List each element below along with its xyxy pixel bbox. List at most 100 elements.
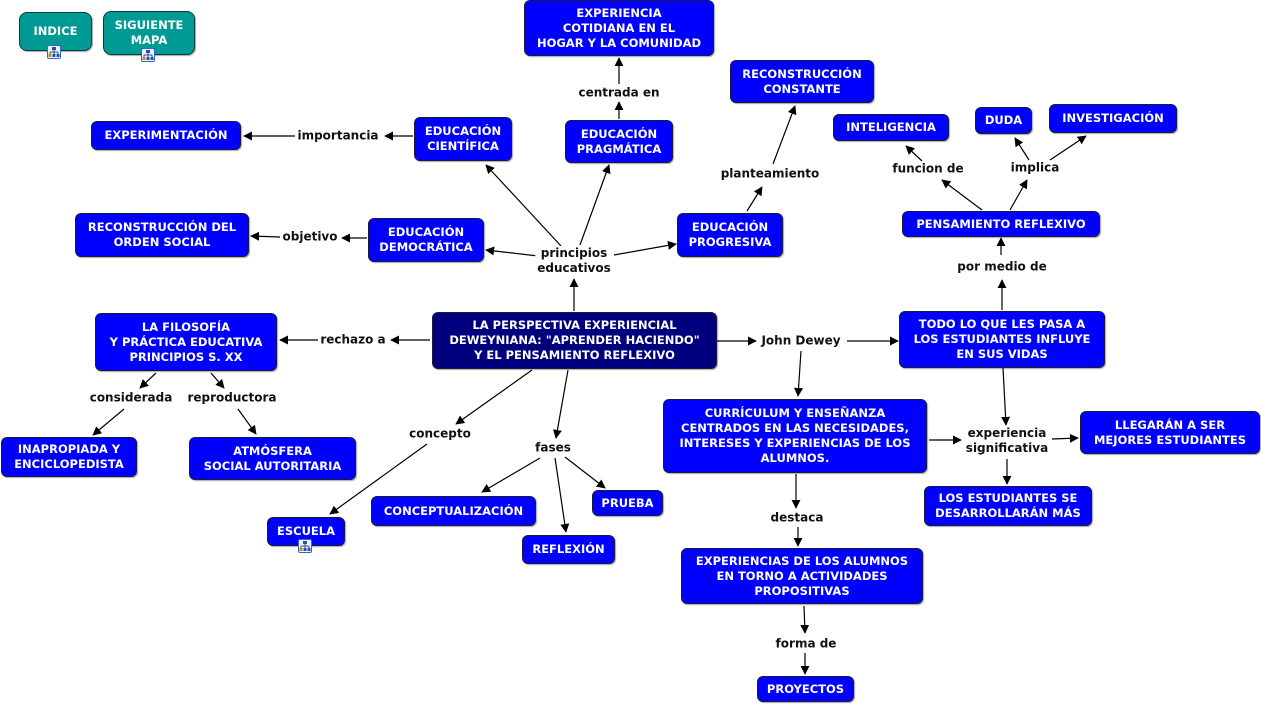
link-destaca[interactable]: destaca [768, 510, 826, 526]
edge-principios-progresiva [613, 240, 677, 256]
concept-label: EDUCACIÓN DEMOCRÁTICA [379, 225, 473, 254]
edge-objetivo-orden [250, 231, 281, 241]
concept-label: PRUEBA [601, 495, 654, 510]
concept-experiencia-cotidiana[interactable]: EXPERIENCIA COTIDIANA EN EL HOGAR Y LA C… [524, 0, 714, 56]
concept-label: PROYECTOS [766, 681, 845, 696]
edge-concepto-escuela [329, 443, 428, 515]
concept-reconstruccion-constante[interactable]: RECONSTRUCCIÓN CONSTANTE [730, 60, 874, 103]
concept-inteligencia[interactable]: INTELIGENCIA [833, 114, 949, 141]
edge-pensamiento-funcion [941, 179, 983, 211]
concept-main-topic[interactable]: LA PERSPECTIVA EXPERIENCIAL DEWEYNIANA: … [432, 312, 717, 369]
concept-label: EDUCACIÓN PROGRESIVA [688, 220, 772, 249]
concept-reconstruccion-orden-social[interactable]: RECONSTRUCCIÓN DEL ORDEN SOCIAL [75, 213, 249, 257]
link-reproductora[interactable]: reproductora [185, 390, 279, 406]
concept-educacion-progresiva[interactable]: EDUCACIÓN PROGRESIVA [677, 213, 783, 257]
concept-label: INTELIGENCIA [846, 120, 936, 134]
edge-experiencias-forma [800, 605, 810, 634]
concept-label: ATMÓSFERA SOCIAL AUTORITARIA [203, 443, 342, 473]
submap-icon[interactable] [47, 45, 61, 59]
link-planteamiento[interactable]: planteamiento [718, 166, 822, 182]
edge-filosofia-reproductora [210, 372, 225, 389]
edge-pensamiento-implica [1009, 179, 1028, 211]
concept-prueba[interactable]: PRUEBA [592, 490, 663, 516]
edge-implica-investigacion [1049, 135, 1087, 161]
concept-label: EXPERIENCIA COTIDIANA EN EL HOGAR Y LA C… [536, 5, 702, 50]
concept-label: EDUCACIÓN CIENTÍFICA [424, 124, 502, 153]
link-fases[interactable]: fases [533, 440, 573, 456]
concept-label: PENSAMIENTO REFLEXIVO [916, 216, 1086, 231]
concept-label: LA FILOSOFÍA Y PRÁCTICA EDUCATIVA PRINCI… [109, 319, 263, 364]
link-john-dewey[interactable]: John Dewey [759, 333, 843, 349]
edge-funcion-inteligencia [905, 145, 923, 162]
edge-fases-conceptualizacion [481, 457, 541, 493]
link-funcion-de[interactable]: funcion de [890, 161, 966, 177]
link-por-medio-de[interactable]: por medio de [955, 259, 1049, 275]
concept-label: EXPERIMENTACIÓN [104, 128, 228, 142]
concept-investigacion[interactable]: INVESTIGACIÓN [1049, 104, 1177, 133]
edge-considerada-inapropiada [92, 408, 125, 436]
link-principios-educativos[interactable]: principios educativos [535, 246, 613, 276]
concept-filosofia-practica[interactable]: LA FILOSOFÍA Y PRÁCTICA EDUCATIVA PRINCI… [95, 313, 277, 371]
indice-label: INDICE [33, 24, 78, 38]
edge-filosofia-considerada [139, 372, 157, 389]
edge-center-fases [552, 369, 569, 439]
edge-principios-cientifica [485, 164, 562, 247]
concept-label: LOS ESTUDIANTES SE DESARROLLARÁN MÁS [935, 491, 1081, 520]
submap-icon[interactable] [298, 539, 312, 553]
concept-label: INAPROPIADA Y ENCICLOPEDISTA [14, 442, 124, 471]
edge-reproductora-atmosfera [237, 408, 257, 435]
concept-conceptualizacion[interactable]: CONCEPTUALIZACIÓN [371, 496, 536, 526]
concept-desarrollaran-mas[interactable]: LOS ESTUDIANTES SE DESARROLLARÁN MÁS [924, 486, 1092, 526]
link-concepto[interactable]: concepto [407, 426, 473, 442]
concept-experiencias-alumnos[interactable]: EXPERIENCIAS DE LOS ALUMNOS EN TORNO A A… [681, 548, 923, 604]
concept-label: CONCEPTUALIZACIÓN [383, 503, 524, 518]
edge-fases-prueba [564, 456, 606, 489]
concept-label: EDUCACIÓN PRAGMÁTICA [576, 126, 662, 156]
edge-planteamiento-reconstruccion [772, 105, 797, 165]
main-topic-label: LA PERSPECTIVA EXPERIENCIAL DEWEYNIANA: … [449, 318, 700, 362]
edge-dewey-curriculum [794, 350, 804, 397]
siguiente-mapa-label: SIGUIENTE MAPA [114, 18, 184, 47]
concept-label: LLEGARÁN A SER MEJORES ESTUDIANTES [1093, 417, 1246, 447]
link-importancia[interactable]: importancia [295, 128, 381, 144]
concept-label: ESCUELA [277, 524, 335, 538]
edge-todo-experiencia [1001, 367, 1011, 426]
edge-principios-pragmatica [579, 164, 611, 246]
concept-label: TODO LO QUE LES PASA A LOS ESTUDIANTES I… [913, 317, 1091, 361]
concept-educacion-pragmatica[interactable]: EDUCACIÓN PRAGMÁTICA [565, 120, 673, 163]
concept-label: DUDA [984, 113, 1023, 127]
link-experiencia-significativa[interactable]: experiencia significativa [963, 426, 1051, 456]
concept-label: INVESTIGACIÓN [1062, 111, 1164, 125]
edge-progresiva-planteamiento [746, 186, 763, 212]
concept-educacion-cientifica[interactable]: EDUCACIÓN CIENTÍFICA [414, 117, 512, 161]
concept-llegaran-mejores[interactable]: LLEGARÁN A SER MEJORES ESTUDIANTES [1080, 411, 1260, 454]
concept-todo-lo-que-les-pasa[interactable]: TODO LO QUE LES PASA A LOS ESTUDIANTES I… [899, 311, 1105, 368]
edge-principios-democratica [485, 246, 539, 257]
concept-atmosfera[interactable]: ATMÓSFERA SOCIAL AUTORITARIA [189, 437, 356, 480]
concept-proyectos[interactable]: PROYECTOS [757, 676, 854, 702]
concept-reflexion[interactable]: REFLEXIÓN [522, 535, 615, 564]
concept-label: RECONSTRUCCIÓN CONSTANTE [742, 66, 862, 96]
concept-curriculum[interactable]: CURRÍCULUM Y ENSEÑANZA CENTRADOS EN LAS … [663, 399, 927, 473]
link-rechazo-a[interactable]: rechazo a [318, 332, 388, 348]
link-forma-de[interactable]: forma de [773, 636, 839, 652]
siguiente-mapa-button[interactable]: SIGUIENTE MAPA [103, 11, 195, 55]
concept-inapropiada[interactable]: INAPROPIADA Y ENCICLOPEDISTA [1, 437, 137, 477]
submap-icon[interactable] [141, 48, 155, 62]
concept-label: CURRÍCULUM Y ENSEÑANZA CENTRADOS EN LAS … [679, 406, 911, 465]
concept-pensamiento-reflexivo[interactable]: PENSAMIENTO REFLEXIVO [902, 211, 1100, 237]
link-implica[interactable]: implica [1008, 160, 1062, 176]
concept-duda[interactable]: DUDA [975, 107, 1032, 134]
link-objetivo[interactable]: objetivo [280, 229, 340, 245]
link-centrada-en[interactable]: centrada en [576, 85, 662, 101]
concept-label: EXPERIENCIAS DE LOS ALUMNOS EN TORNO A A… [695, 553, 909, 598]
edge-experiencia-llegaran [1051, 433, 1079, 443]
edge-implica-duda [1014, 137, 1030, 161]
concept-label: RECONSTRUCCIÓN DEL ORDEN SOCIAL [87, 220, 237, 249]
concept-educacion-democratica[interactable]: EDUCACIÓN DEMOCRÁTICA [368, 218, 484, 262]
concept-experimentacion[interactable]: EXPERIMENTACIÓN [91, 121, 241, 150]
edge-fases-reflexion [554, 457, 570, 533]
link-considerada[interactable]: considerada [87, 390, 175, 406]
concept-label: REFLEXIÓN [532, 542, 605, 556]
